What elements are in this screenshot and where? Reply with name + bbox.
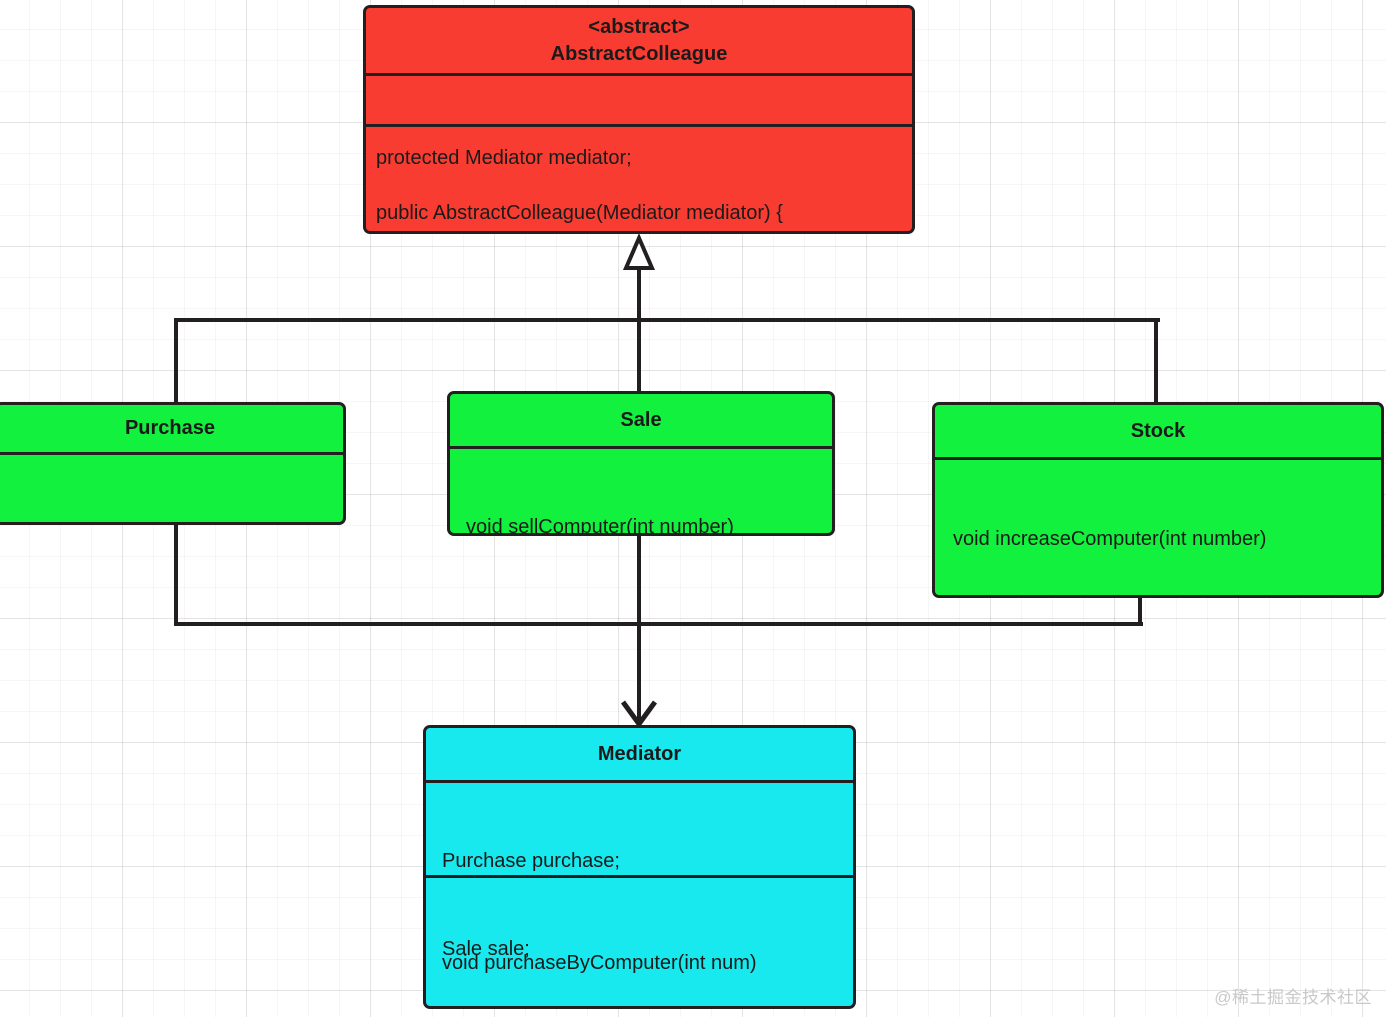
class-box-stock[interactable]: Stock void increaseComputer(int number) …: [932, 402, 1384, 598]
association-arrowhead: [620, 700, 658, 729]
class-title-mediator: Mediator: [426, 728, 853, 780]
class-title-purchase: Purchase: [0, 405, 343, 452]
operation-line: void increaseComputer(int number): [953, 527, 1267, 550]
class-title-stock: Stock: [935, 405, 1381, 457]
class-box-mediator[interactable]: Mediator Purchase purchase; Sale sale; S…: [423, 725, 856, 1009]
class-title-abstract-colleague: <abstract> AbstractColleague: [366, 8, 912, 73]
attribute-line: Purchase purchase;: [442, 849, 620, 872]
class-stereotype: <abstract>: [588, 16, 690, 39]
generalization-arrowhead: [622, 232, 656, 270]
class-operations-sale: void sellComputer(int number) int getSal…: [450, 446, 832, 536]
class-operations-purchase: void buyComputer(int num) void refuseBuy…: [0, 452, 343, 523]
class-name: Purchase: [124, 417, 216, 440]
class-box-sale[interactable]: Sale void sellComputer(int number) int g…: [447, 391, 835, 536]
class-name: Mediator: [597, 742, 682, 765]
class-attributes-mediator: Purchase purchase; Sale sale; Stock stoc…: [426, 780, 853, 960]
operation-line: void buyComputer(int num): [7, 519, 343, 523]
watermark: @稀土掘金技术社区: [1214, 988, 1372, 1007]
class-operations-mediator: void purchaseByComputer(int num) void sa…: [426, 875, 853, 1006]
attribute-line: protected Mediator mediator;: [376, 146, 632, 169]
class-box-purchase[interactable]: Purchase void buyComputer(int num) void …: [0, 402, 346, 525]
operation-line: void purchaseByComputer(int num): [442, 951, 757, 974]
operation-line: void sellComputer(int number): [466, 515, 734, 536]
class-name: AbstractColleague: [550, 42, 728, 65]
class-name: Sale: [620, 408, 662, 431]
class-attributes-abstract-colleague: protected Mediator mediator;: [366, 73, 912, 169]
class-operations-abstract-colleague: public AbstractColleague(Mediator mediat…: [366, 124, 912, 231]
class-title-sale: Sale: [450, 394, 832, 446]
class-operations-stock: void increaseComputer(int number) void d…: [935, 457, 1381, 595]
class-box-abstract-colleague[interactable]: <abstract> AbstractColleague protected M…: [363, 5, 915, 234]
operation-line: public AbstractColleague(Mediator mediat…: [376, 201, 783, 224]
class-name: Stock: [1130, 419, 1186, 442]
attribute-line: Sale sale;: [442, 937, 530, 960]
